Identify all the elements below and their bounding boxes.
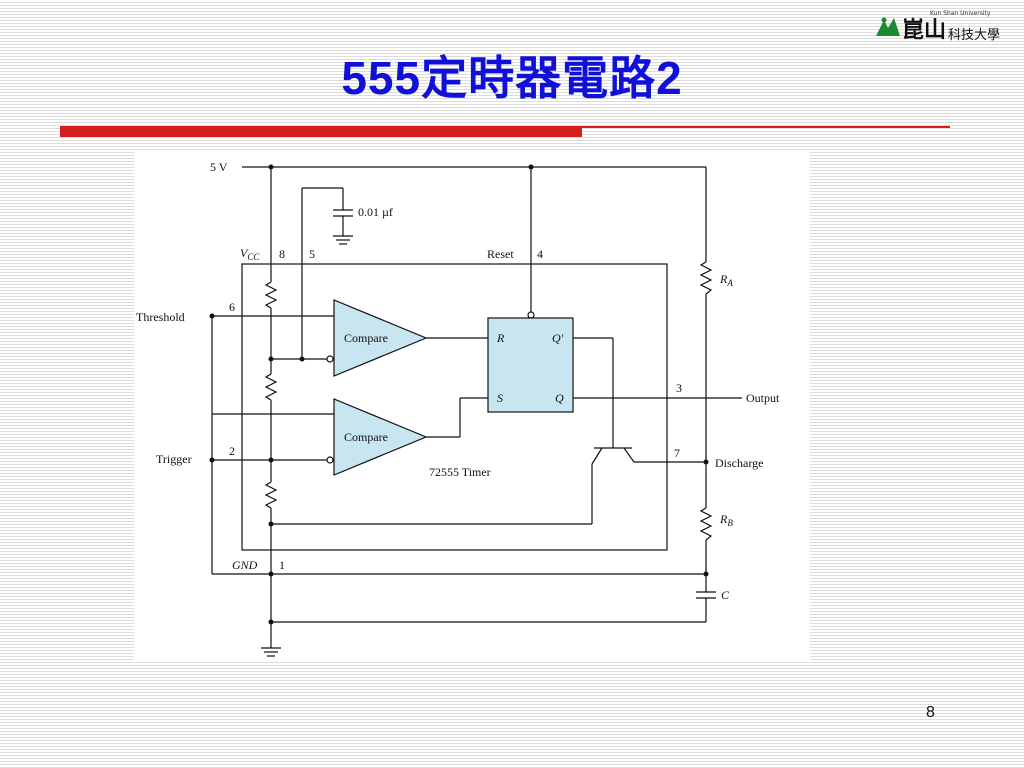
rb-label: RB	[719, 512, 733, 528]
title-underline-bar	[60, 126, 582, 137]
pin-3-label: 3	[676, 381, 682, 395]
logo-name-big: 崑山	[902, 17, 947, 43]
title-prefix: 555	[341, 52, 422, 104]
timer-label: 72555 Timer	[429, 465, 491, 479]
pin-1-label: 1	[279, 558, 285, 572]
diagram-panel	[134, 152, 810, 662]
leaf-logo-icon	[876, 17, 900, 36]
output-label: Output	[746, 391, 780, 405]
title-suffix: 2	[656, 52, 683, 104]
divider-resistor-1	[264, 281, 278, 309]
discharge-label: Discharge	[715, 456, 763, 470]
divider-resistor-2	[264, 373, 278, 401]
title-cjk: 定時器電路	[421, 51, 657, 105]
pin-4-label: 4	[537, 247, 543, 261]
c-label: C	[721, 588, 730, 602]
ra-label: RA	[719, 272, 733, 288]
flip-flop-qbar-label: Q′	[552, 331, 564, 345]
university-logo: Kun Shan University 崑山 科技大學	[872, 6, 1012, 44]
vcc-label: VCC	[240, 246, 260, 262]
flip-flop	[487, 317, 574, 413]
resistor-ra	[699, 261, 713, 295]
logo-english-name: Kun Shan University	[930, 10, 991, 17]
pin-5-label: 5	[309, 247, 315, 261]
gnd-label: GND	[232, 558, 258, 572]
flip-flop-r-label: R	[496, 331, 505, 345]
threshold-label: Threshold	[136, 310, 185, 324]
comparator-bottom	[333, 398, 428, 476]
pin-2-label: 2	[229, 444, 235, 458]
pin-8-label: 8	[279, 247, 285, 261]
pin-7-label: 7	[674, 446, 680, 460]
logo-name-small: 科技大學	[948, 28, 1001, 43]
timer-chip-outline	[241, 263, 668, 551]
divider-resistor-3	[264, 481, 278, 509]
reset-label: Reset	[487, 247, 514, 261]
flip-flop-s-label: S	[497, 391, 503, 405]
slide-title: 555定時器電路2	[0, 42, 1024, 108]
trigger-label: Trigger	[156, 452, 192, 466]
supply-label: 5 V	[210, 160, 228, 174]
flip-flop-q-label: Q	[555, 391, 564, 405]
comparator-top	[333, 299, 428, 377]
resistor-rb	[699, 507, 713, 541]
control-cap-label: 0.01 µf	[358, 205, 393, 219]
pin-6-label: 6	[229, 300, 235, 314]
comparator-top-label: Compare	[344, 331, 388, 345]
page-number: 8	[926, 704, 935, 721]
comparator-bottom-label: Compare	[344, 430, 388, 444]
title-underline-line	[582, 126, 950, 128]
